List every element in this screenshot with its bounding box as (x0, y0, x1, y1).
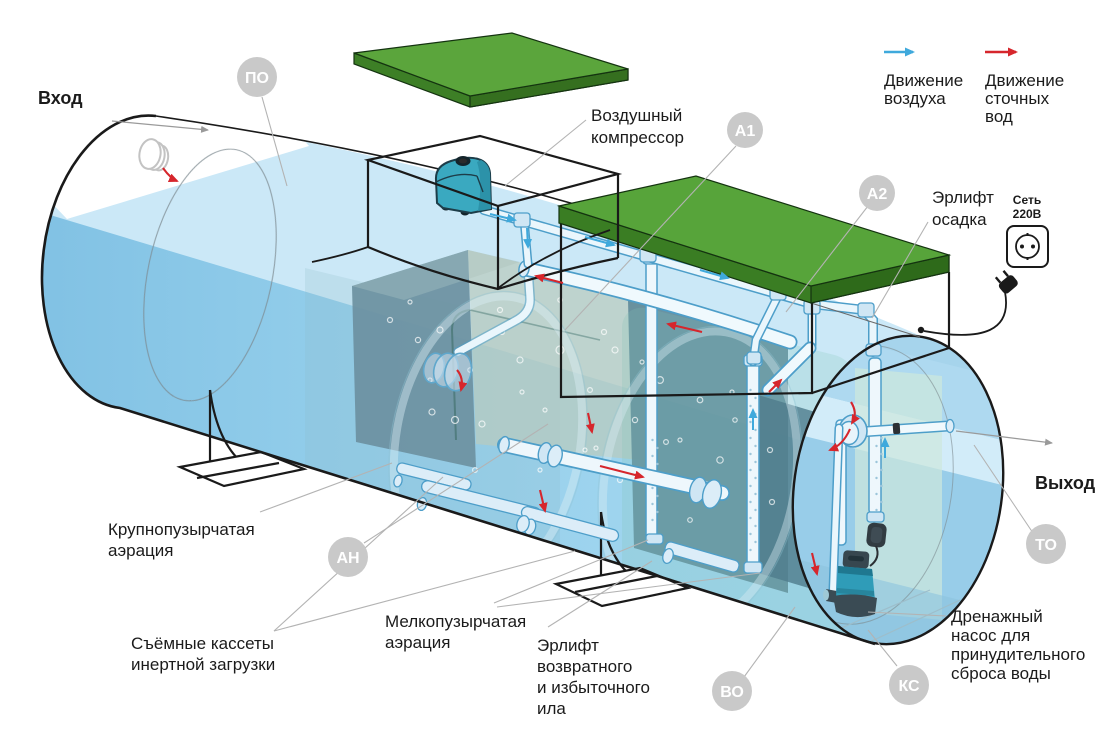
svg-text:Мелкопузырчатая: Мелкопузырчатая (385, 612, 526, 631)
svg-text:Сеть: Сеть (1013, 193, 1041, 207)
svg-text:Воздушный: Воздушный (591, 106, 682, 125)
svg-text:Крупнопузырчатая: Крупнопузырчатая (108, 520, 255, 539)
svg-text:сточных: сточных (985, 89, 1050, 108)
svg-text:Эрлифт: Эрлифт (932, 188, 994, 207)
svg-text:ила: ила (537, 699, 566, 718)
svg-text:ПО: ПО (245, 70, 269, 87)
svg-text:компрессор: компрессор (591, 128, 684, 147)
svg-text:АН: АН (336, 550, 359, 567)
svg-text:ТО: ТО (1035, 537, 1057, 554)
svg-text:Вход: Вход (38, 88, 83, 108)
svg-text:аэрация: аэрация (385, 633, 450, 652)
svg-text:Выход: Выход (1035, 473, 1096, 493)
svg-text:и избыточного: и избыточного (537, 678, 650, 697)
svg-text:КС: КС (898, 678, 920, 695)
svg-text:Эрлифт: Эрлифт (537, 636, 599, 655)
svg-text:возвратного: возвратного (537, 657, 632, 676)
svg-text:осадка: осадка (932, 210, 987, 229)
svg-text:принудительного: принудительного (951, 645, 1085, 664)
svg-text:сброса воды: сброса воды (951, 664, 1051, 683)
svg-text:воздуха: воздуха (884, 89, 946, 108)
svg-text:аэрация: аэрация (108, 541, 173, 560)
svg-text:насос для: насос для (951, 626, 1030, 645)
svg-text:вод: вод (985, 107, 1013, 126)
svg-text:А1: А1 (735, 123, 756, 140)
svg-text:Дренажный: Дренажный (951, 607, 1043, 626)
svg-text:220В: 220В (1013, 207, 1042, 221)
svg-text:Съёмные кассеты: Съёмные кассеты (131, 634, 274, 653)
svg-text:А2: А2 (867, 186, 888, 203)
svg-text:ВО: ВО (720, 684, 744, 701)
svg-text:инертной загрузки: инертной загрузки (131, 655, 275, 674)
svg-text:Движение: Движение (884, 71, 963, 90)
svg-text:Движение: Движение (985, 71, 1064, 90)
